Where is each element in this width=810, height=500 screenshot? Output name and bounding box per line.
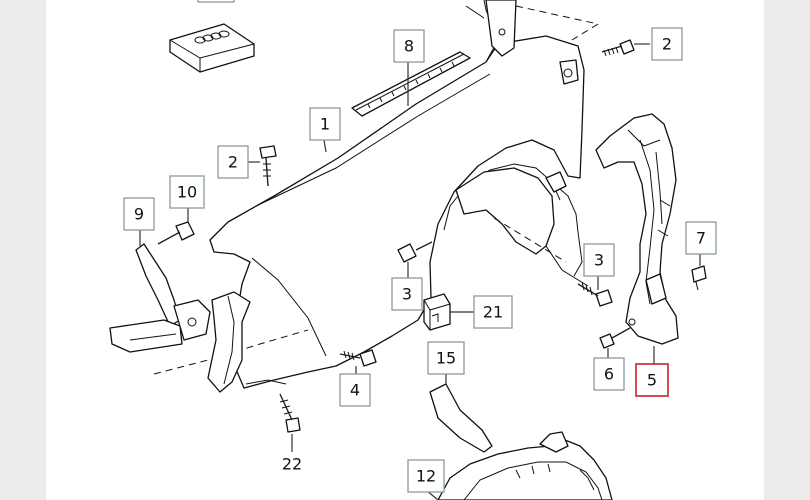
callout-label: 1	[320, 115, 330, 134]
callout-4: 4	[339, 373, 371, 407]
callout-7: 7	[685, 221, 717, 255]
callout-label: 22	[282, 455, 302, 474]
callout-2-upper-right: 2	[651, 27, 683, 61]
callout-1: 1	[309, 107, 341, 141]
callout-label: 6	[604, 365, 614, 384]
bolt-bottom	[279, 393, 301, 433]
trim-piece	[429, 383, 493, 453]
callout-label: 15	[436, 349, 456, 368]
rings-logo-icon	[194, 30, 230, 44]
callout-5-highlighted[interactable]: 5	[635, 363, 669, 397]
callout-12: 12	[407, 459, 445, 493]
callout-15: 15	[427, 341, 465, 375]
lower-mount-bracket	[207, 291, 287, 393]
callout-label: 21	[483, 303, 503, 322]
hinge-bracket	[109, 243, 211, 353]
callout-label: 7	[696, 229, 706, 248]
callout-label: 8	[404, 37, 414, 56]
callout-label: 3	[594, 251, 604, 270]
front-fender	[209, 0, 599, 389]
callout-6: 6	[593, 357, 625, 391]
callout-label: 10	[177, 183, 197, 202]
callout-label: 4	[350, 381, 360, 400]
callout-label: 9	[134, 205, 144, 224]
seal-strip	[351, 51, 471, 117]
bolt-fender-top	[259, 145, 277, 187]
bolt-insert-lower	[577, 281, 613, 307]
expansion-clip	[691, 265, 707, 291]
fender-exploded-view: 2 8 1 2 10 9 3 3 7 21 15 6	[109, 0, 717, 500]
leader-lines	[139, 43, 701, 500]
callout-8: 8	[393, 29, 425, 63]
bolt-upper-right	[601, 39, 635, 57]
bolt-lower	[339, 349, 377, 367]
callout-9: 9	[123, 197, 155, 231]
clip-block	[423, 293, 451, 331]
callout-label: 2	[228, 153, 238, 172]
callout-22: 22	[282, 455, 302, 474]
fender-insert	[595, 113, 679, 345]
callout-3-middle: 3	[391, 277, 423, 311]
callout-label: 3	[402, 285, 412, 304]
genuine-parts-box	[169, 0, 255, 73]
callout-label: 5	[647, 371, 657, 390]
screw-insert	[599, 318, 636, 349]
callout-2-left: 2	[217, 145, 249, 179]
bolt-hinge	[157, 221, 195, 245]
callout-label: 2	[662, 35, 672, 54]
wheel-housing-liner	[437, 431, 613, 500]
callout-label: 12	[416, 467, 436, 486]
callout-3-right: 3	[583, 243, 615, 277]
bolt-wheel-arch	[397, 241, 433, 263]
callout-10: 10	[169, 175, 205, 209]
callout-21: 21	[473, 295, 513, 329]
diagram-sheet: 2 8 1 2 10 9 3 3 7 21 15 6	[46, 0, 764, 500]
